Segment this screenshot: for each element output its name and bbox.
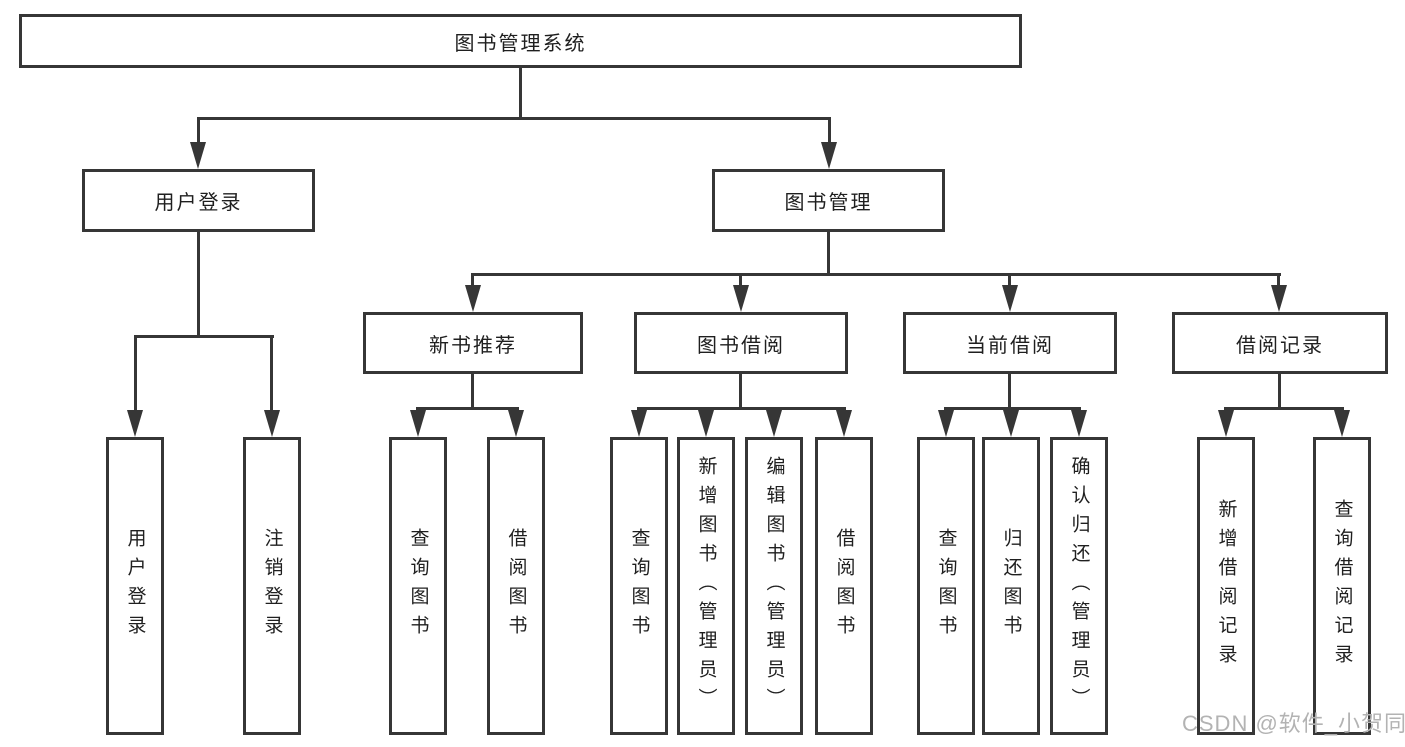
arrowhead-bb-add-icon xyxy=(698,410,714,437)
node-new-books-borrow: 借阅图书 xyxy=(487,437,545,735)
node-borrow-edit-admin-label: 编辑图书（管理员） xyxy=(763,455,785,717)
node-new-books-label: 新书推荐 xyxy=(429,334,517,357)
node-logout-label: 注销登录 xyxy=(261,528,283,644)
node-records-add-label: 新增借阅记录 xyxy=(1215,499,1237,673)
node-login: 用户登录 xyxy=(106,437,164,735)
node-borrow-add-admin-label: 新增图书（管理员） xyxy=(695,455,717,717)
arrowhead-br-add-icon xyxy=(1218,410,1234,437)
connector-user-login-stem xyxy=(197,232,200,338)
arrowhead-book-borrow-icon xyxy=(733,285,749,312)
node-user-login-label: 用户登录 xyxy=(154,192,243,214)
node-book-borrow-label: 图书借阅 xyxy=(697,334,785,357)
arrowhead-bb-borrow-icon xyxy=(836,410,852,437)
connector-to-borrow-records xyxy=(1277,273,1280,288)
node-current-borrow: 当前借阅 xyxy=(903,312,1117,374)
node-book-mgmt: 图书管理 xyxy=(712,169,945,232)
node-new-books-borrow-label: 借阅图书 xyxy=(505,528,527,644)
connector-new-books-split xyxy=(416,407,519,410)
arrowhead-cb-query-icon xyxy=(938,410,954,437)
node-current-query-label: 查询图书 xyxy=(935,528,957,644)
arrowhead-cb-confirm-icon xyxy=(1071,410,1087,437)
connector-to-login xyxy=(134,335,137,413)
connector-current-borrow-stem xyxy=(1008,374,1011,410)
arrowhead-nb-borrow-icon xyxy=(508,410,524,437)
arrowhead-logout-icon xyxy=(264,410,280,437)
node-records-query-label: 查询借阅记录 xyxy=(1331,499,1353,673)
node-root: 图书管理系统 xyxy=(19,14,1022,68)
node-current-return-label: 归还图书 xyxy=(1000,528,1022,644)
node-borrow-add-admin: 新增图书（管理员） xyxy=(677,437,735,735)
node-login-label: 用户登录 xyxy=(124,528,146,644)
node-borrow-records: 借阅记录 xyxy=(1172,312,1388,374)
node-user-login: 用户登录 xyxy=(82,169,315,232)
node-borrow-records-label: 借阅记录 xyxy=(1236,334,1324,357)
node-current-return: 归还图书 xyxy=(982,437,1040,735)
connector-to-logout xyxy=(270,335,273,413)
node-logout: 注销登录 xyxy=(243,437,301,735)
node-book-borrow: 图书借阅 xyxy=(634,312,848,374)
arrowhead-current-borrow-icon xyxy=(1002,285,1018,312)
arrowhead-user-login-icon xyxy=(190,142,206,169)
node-current-borrow-label: 当前借阅 xyxy=(966,334,1054,357)
node-borrow-borrow-label: 借阅图书 xyxy=(833,528,855,644)
node-book-mgmt-label: 图书管理 xyxy=(784,192,873,214)
connector-to-book-mgmt xyxy=(828,117,831,145)
connector-new-books-stem xyxy=(471,374,474,410)
arrowhead-br-query-icon xyxy=(1334,410,1350,437)
connector-borrow-records-split xyxy=(1224,407,1344,410)
node-current-confirm-admin: 确认归还（管理员） xyxy=(1050,437,1108,735)
connector-user-login-split xyxy=(134,335,274,338)
arrowhead-login-icon xyxy=(127,410,143,437)
arrowhead-book-mgmt-icon xyxy=(821,142,837,169)
node-new-books-query-label: 查询图书 xyxy=(407,528,429,644)
connector-to-current-borrow xyxy=(1008,273,1011,288)
connector-root-stem xyxy=(519,68,522,119)
arrowhead-nb-query-icon xyxy=(410,410,426,437)
arrowhead-cb-return-icon xyxy=(1003,410,1019,437)
node-current-confirm-admin-label: 确认归还（管理员） xyxy=(1068,455,1090,717)
node-new-books: 新书推荐 xyxy=(363,312,583,374)
connector-to-new-books xyxy=(471,273,474,288)
node-records-add: 新增借阅记录 xyxy=(1197,437,1255,735)
node-records-query: 查询借阅记录 xyxy=(1313,437,1371,735)
node-borrow-borrow: 借阅图书 xyxy=(815,437,873,735)
arrowhead-bb-edit-icon xyxy=(766,410,782,437)
connector-to-book-borrow xyxy=(739,273,742,288)
connector-book-mgmt-split xyxy=(471,273,1281,276)
node-borrow-edit-admin: 编辑图书（管理员） xyxy=(745,437,803,735)
node-current-query: 查询图书 xyxy=(917,437,975,735)
connector-root-split xyxy=(197,117,831,120)
node-new-books-query: 查询图书 xyxy=(389,437,447,735)
connector-book-mgmt-stem xyxy=(827,232,830,276)
node-borrow-query-label: 查询图书 xyxy=(628,528,650,644)
node-borrow-query: 查询图书 xyxy=(610,437,668,735)
connector-to-user-login xyxy=(197,117,200,145)
connector-book-borrow-stem xyxy=(739,374,742,410)
watermark: CSDN @软件_小贺同学 xyxy=(1182,711,1405,736)
arrowhead-bb-query-icon xyxy=(631,410,647,437)
connector-current-borrow-split xyxy=(944,407,1081,410)
arrowhead-borrow-records-icon xyxy=(1271,285,1287,312)
connector-book-borrow-split xyxy=(637,407,846,410)
arrowhead-new-books-icon xyxy=(465,285,481,312)
connector-borrow-records-stem xyxy=(1278,374,1281,410)
node-root-label: 图书管理系统 xyxy=(454,32,587,55)
